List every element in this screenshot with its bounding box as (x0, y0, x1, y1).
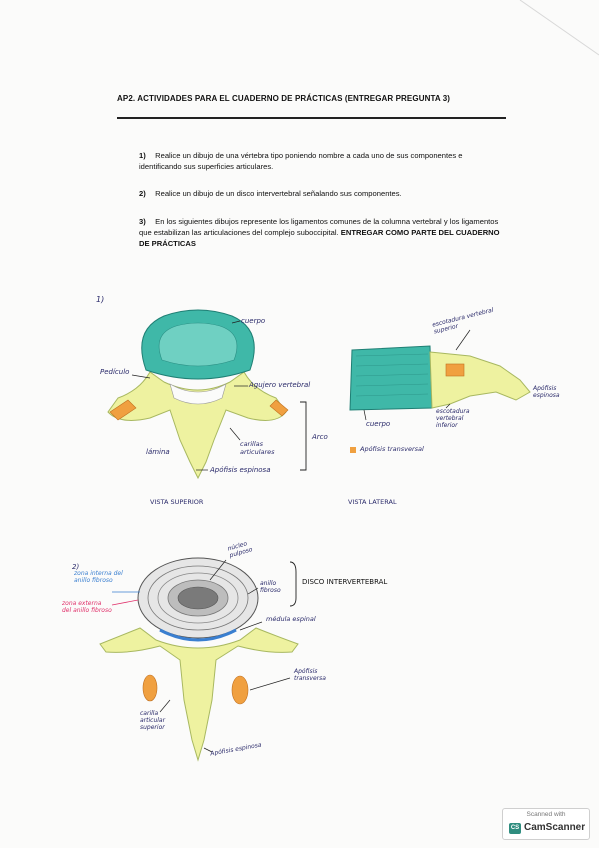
label-arco: Arco (312, 433, 328, 441)
label-carilla-articular: carilla articular superior (140, 710, 166, 731)
camscanner-brand: CamScanner (524, 822, 586, 833)
caption-vista-superior: VISTA SUPERIOR (150, 498, 204, 506)
figure2-number: 2) (72, 563, 80, 571)
question-number: 2) (139, 189, 146, 198)
label-anillo-fibroso: anillo fibroso (260, 580, 281, 594)
question-1: 1) Realice un dibujo de una vértebra tip… (139, 150, 504, 172)
heading-title: AP2. ACTIVIDADES PARA EL CUADERNO DE PRÁ… (117, 94, 343, 103)
label-lamina: lámina (146, 448, 170, 456)
question-2: 2) Realice un dibujo de un disco interve… (139, 188, 504, 199)
label-medula-espinal: médula espinal (266, 615, 316, 623)
question-3: 3) En los siguientes dibujos represente … (139, 216, 504, 249)
camscanner-logo-icon: CS (509, 823, 521, 834)
label-agujero-vertebral: Agujero vertebral (249, 381, 311, 389)
label-zona-interna: zona interna del anillo fibroso (74, 570, 123, 584)
label-apofisis-transversa: Apófisis transversa (294, 668, 326, 682)
label-zona-externa: zona externa del anillo fibroso (62, 600, 112, 614)
question-number: 3) (139, 217, 146, 226)
question-emphasis: ENTREGAR COMO PARTE DEL CUADERNO DE PRÁC… (139, 228, 500, 248)
heading-rule (117, 117, 506, 119)
scanned-with-text: Scanned with (526, 811, 566, 818)
question-number: 1) (139, 151, 146, 160)
camscanner-watermark: Scanned with CS CamScanner (502, 808, 590, 840)
disc-drawing (99, 557, 299, 762)
vertebra-superior-drawing (107, 309, 307, 480)
label-cuerpo-lateral: cuerpo (366, 420, 391, 428)
label-pediculo: Pedículo (100, 368, 130, 376)
heading-subtitle: (ENTREGAR PREGUNTA 3) (344, 94, 451, 103)
label-apofisis-transversal: Apófisis transversal (360, 445, 424, 453)
label-cuerpo-superior: cuerpo (241, 317, 266, 325)
label-carillas-articulares: carillas articulares (240, 440, 275, 456)
question-text: En los siguientes dibujos represente los… (139, 217, 499, 237)
vertebra-lateral-drawing (349, 329, 531, 453)
label-apofisis-espinosa: Apófisis espinosa (210, 466, 271, 474)
caption-vista-lateral: VISTA LATERAL (348, 498, 397, 506)
figure1-number: 1) (96, 295, 105, 304)
question-text: Realice un dibujo de un disco interverte… (155, 189, 402, 198)
label-disco-intervertebral: DISCO INTERVERTEBRAL (302, 578, 388, 586)
question-text: Realice un dibujo de una vértebra tipo p… (139, 151, 463, 171)
page-heading: AP2. ACTIVIDADES PARA EL CUADERNO DE PRÁ… (117, 94, 517, 103)
label-apofisis-espinosa-lateral: Apófisis espinosa (533, 385, 560, 399)
label-escotadura-inferior: escotadura vertebral inferior (436, 408, 470, 429)
